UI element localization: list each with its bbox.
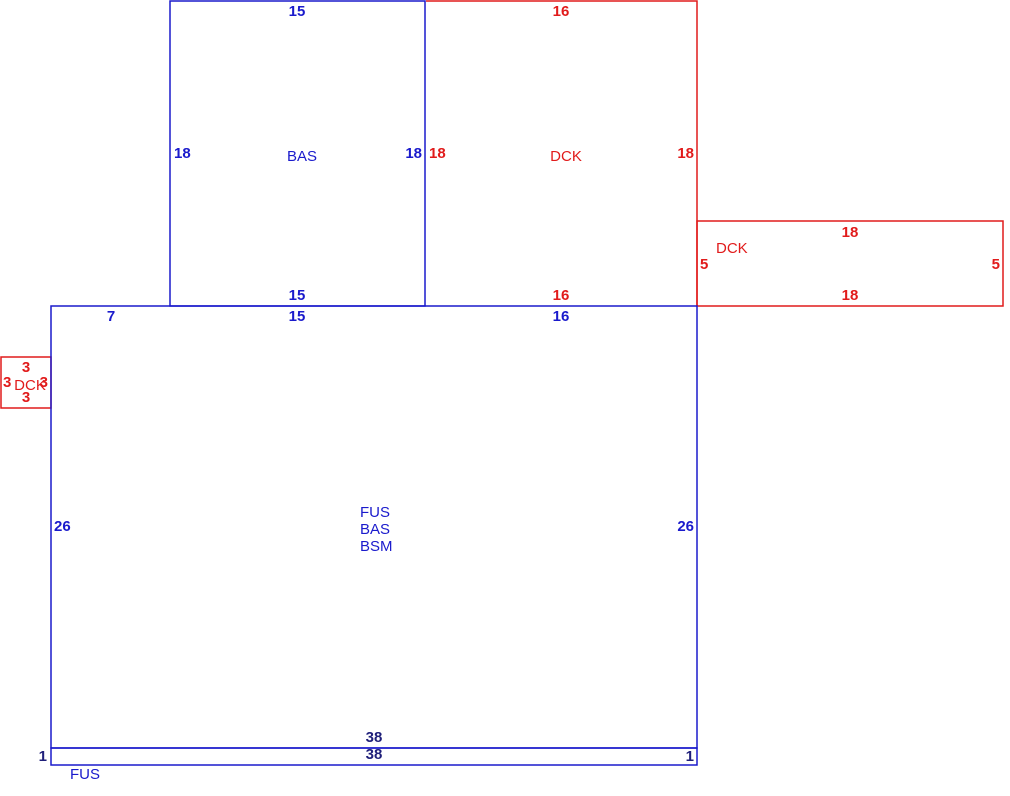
deck-upper-outline [426,0,698,306]
main-top-mid-dimension: 15 [289,308,306,325]
fus-strip-label: FUS [70,766,100,783]
deck-right-bottom-dimension: 18 [842,287,859,304]
deck-right-top-dimension: 18 [842,224,859,241]
main-top-right-dimension: 16 [553,308,570,325]
deck-right-left-dimension: 5 [700,256,708,273]
main-top-left-dimension: 7 [107,308,115,325]
main-right-dimension: 26 [677,518,694,535]
deck-upper-bottom-dimension: 16 [553,287,570,304]
bas-bottom-dimension: 15 [289,287,306,304]
main-area-label-fus: FUS [360,504,390,521]
deck-small-label: DCK [14,377,46,394]
deck-area-right: DCK 18 18 5 5 [696,220,1004,307]
deck-area-small: 3 3 3 DCK 3 [0,356,52,409]
deck-upper-top-dimension: 16 [553,3,570,20]
deck-upper-left-dimension: 18 [429,145,446,162]
fus-strip-right-dimension: 1 [686,748,694,765]
deck-right-right-dimension: 5 [992,256,1000,273]
fus-strip-area: 38 1 1 FUS [39,746,698,783]
main-area-label-bas: BAS [360,521,390,538]
deck-small-left-dimension: 3 [3,374,11,391]
deck-upper-label: DCK [550,148,582,165]
fus-strip-outline [50,747,698,766]
bas-left-dimension: 18 [174,145,191,162]
bas-area: BAS 15 15 18 18 [169,0,426,307]
main-living-area: FUS BAS BSM 7 15 16 26 26 38 [50,305,698,749]
deck-small-bottom-dimension: 3 [22,389,30,406]
bas-top-dimension: 15 [289,3,306,20]
deck-small-top-dimension: 3 [22,359,30,376]
fus-strip-top-dimension: 38 [366,746,383,763]
deck-small-right-dimension: 3 [40,374,48,391]
main-left-dimension: 26 [54,518,71,535]
deck-upper-right-dimension: 18 [677,145,694,162]
main-bottom-dimension: 38 [366,729,383,746]
bas-area-label: BAS [287,148,317,165]
deck-right-label: DCK [716,240,748,257]
deck-area-upper: DCK 16 16 18 18 [426,0,698,306]
fus-strip-left-dimension: 1 [39,748,47,765]
deck-right-outline [696,220,1004,307]
main-area-label-bsm: BSM [360,538,393,555]
bas-right-dimension: 18 [405,145,422,162]
